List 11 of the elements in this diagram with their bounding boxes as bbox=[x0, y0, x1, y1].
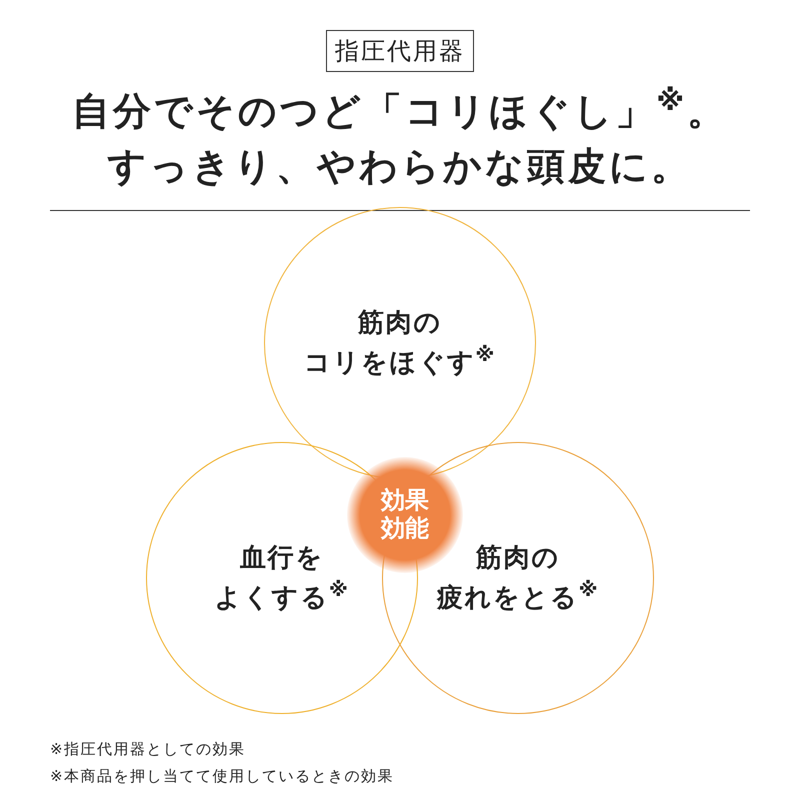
center-label: 効果効能 bbox=[381, 487, 429, 543]
headline: 自分でそのつど「コリほぐし」$^{※}$。すっきり、やわらかな頭皮に。 bbox=[70, 84, 730, 190]
circle-label: よくする$^{※}$ bbox=[214, 578, 350, 615]
circle-label: コリをほぐす$^{※}$ bbox=[304, 343, 496, 380]
circle-label: 筋肉の bbox=[358, 306, 442, 340]
circle-label: 疲れをとる$^{※}$ bbox=[436, 578, 600, 615]
footnote: ※指圧代用器としての効果 bbox=[50, 739, 247, 760]
footnote: ※本商品を押し当てて使用しているときの効果 bbox=[50, 766, 394, 786]
circle-label: 血行を bbox=[240, 542, 324, 575]
circle-label: 筋肉の bbox=[476, 542, 560, 575]
tag-box: 指圧代用器 bbox=[326, 30, 474, 72]
